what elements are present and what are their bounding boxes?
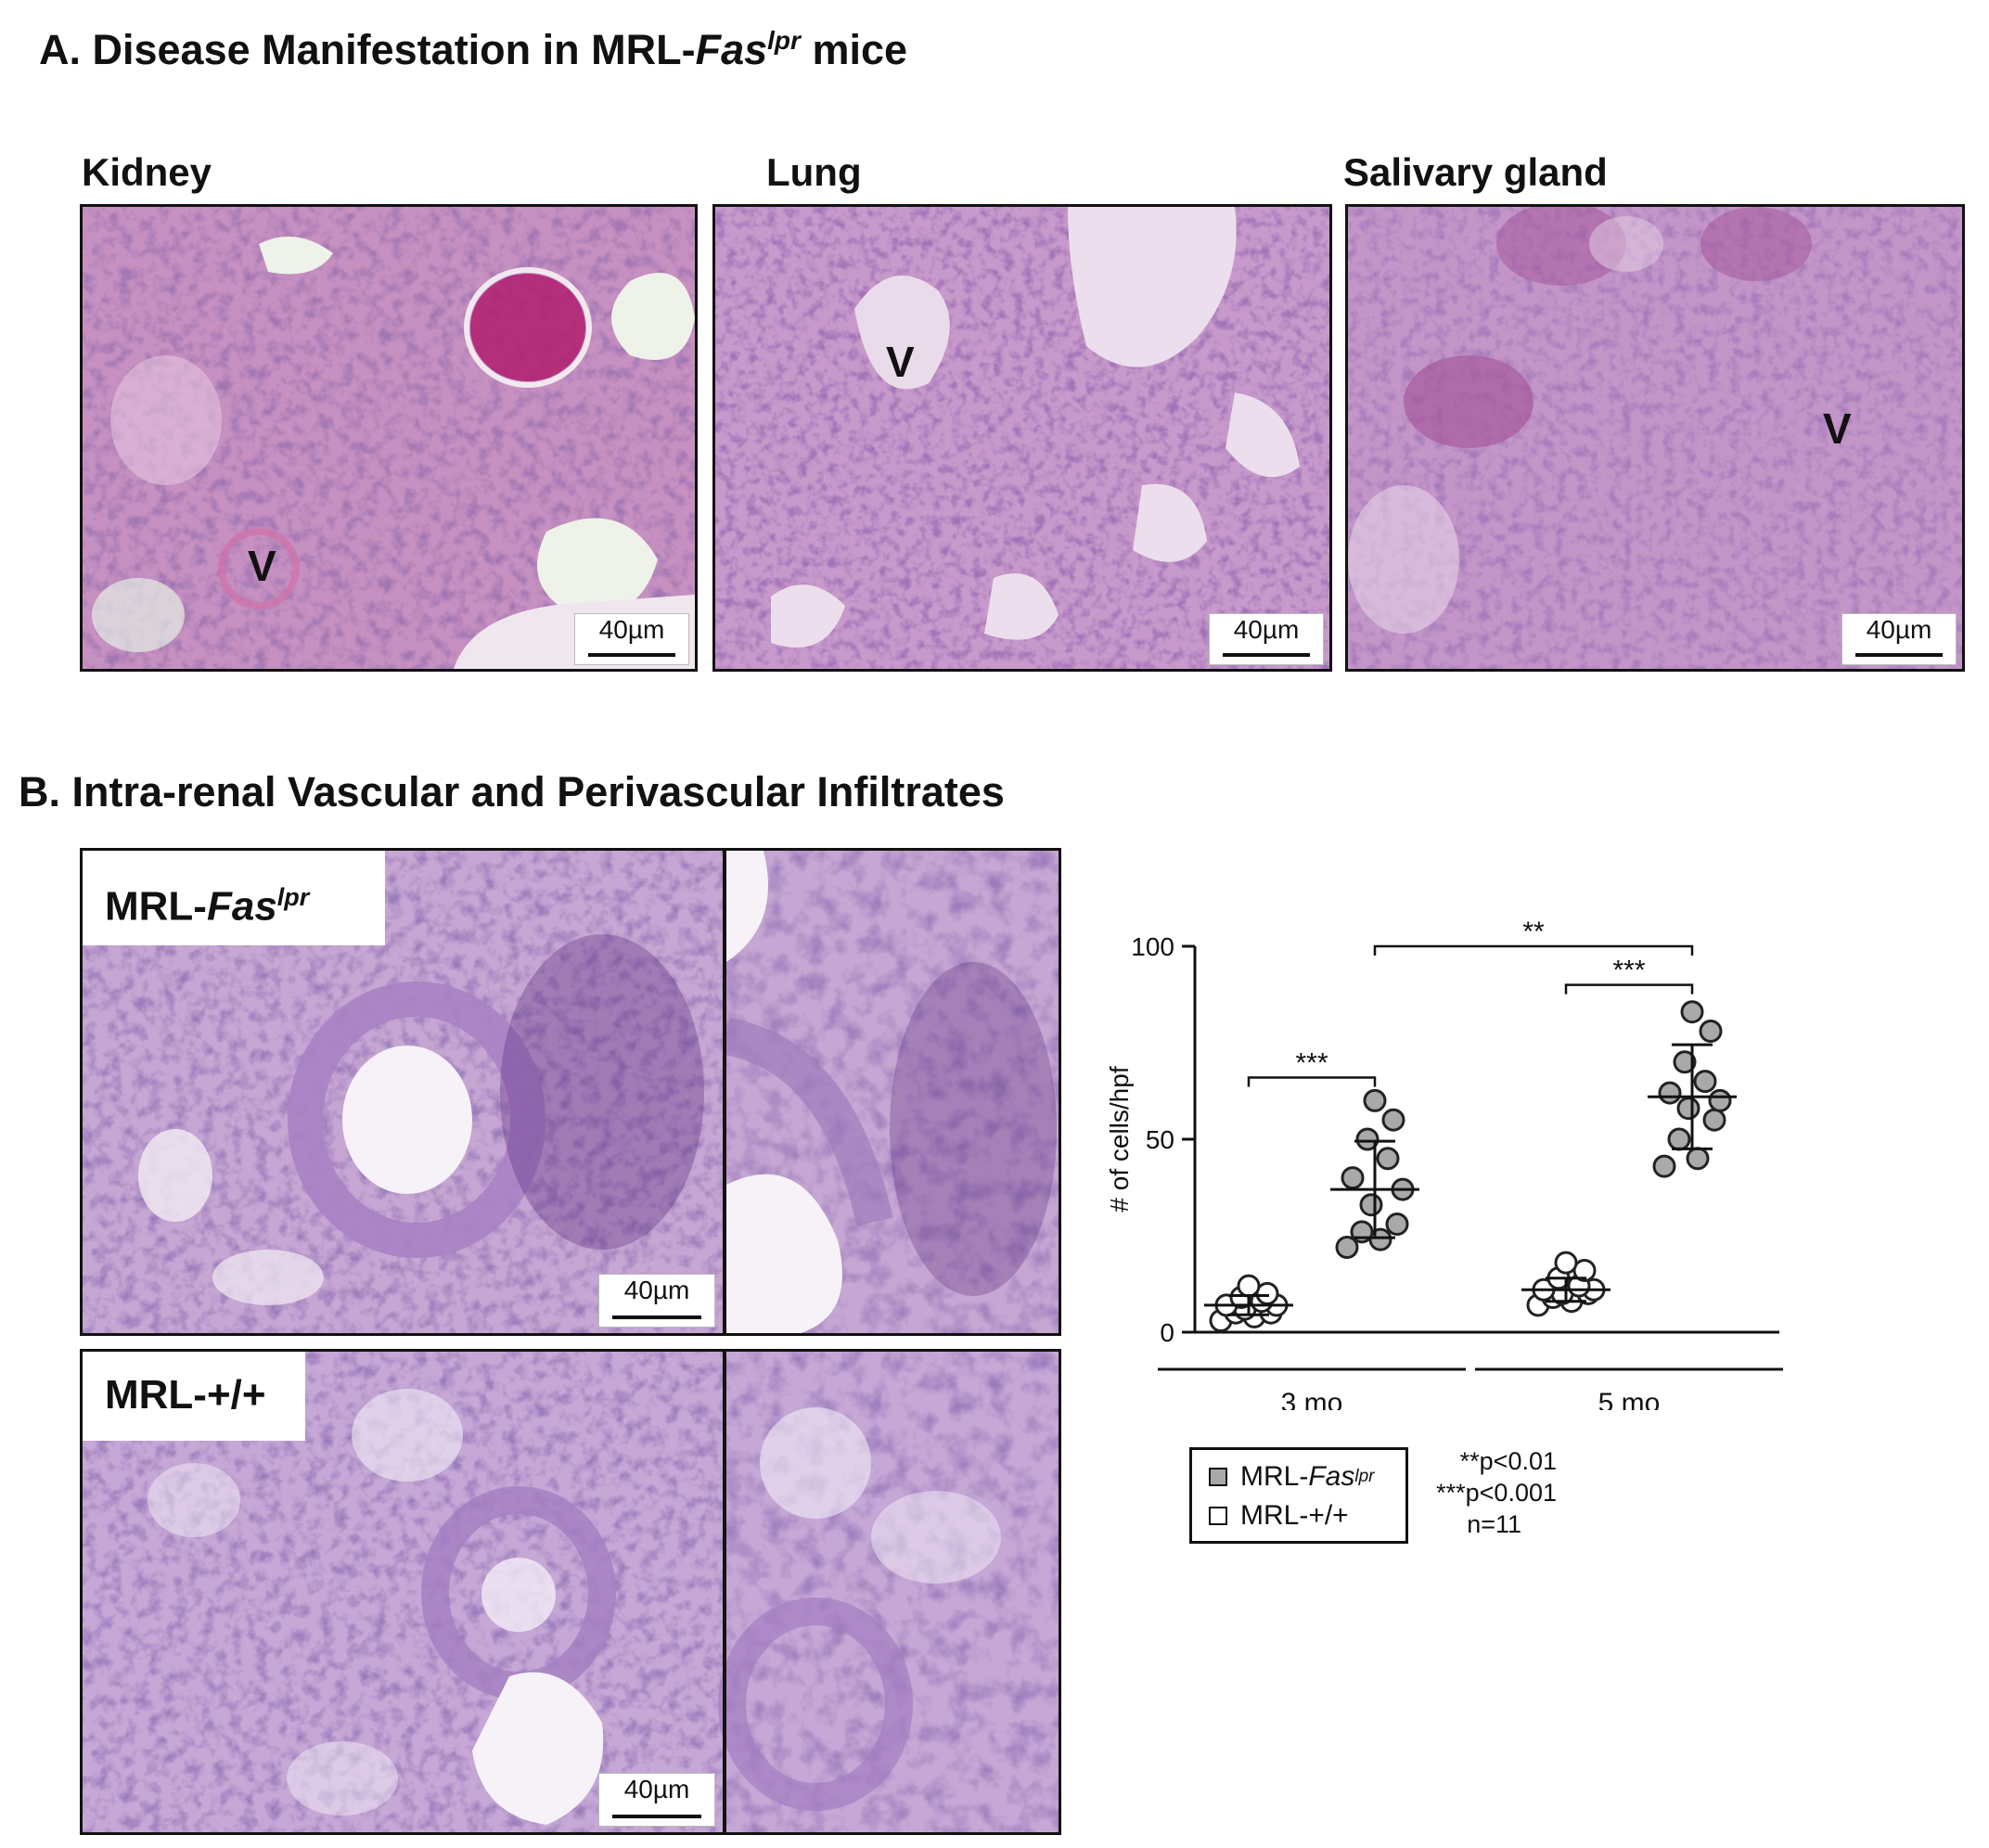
- kidney-vessel-label: V: [248, 542, 276, 590]
- salivary-tissue-image: [1348, 207, 1962, 669]
- faslpr-group-label: MRL-Faslpr: [83, 851, 385, 945]
- data-point: [1693, 1070, 1717, 1094]
- legend-faslpr-prefix: MRL-: [1240, 1461, 1309, 1492]
- stat-n: n=11: [1467, 1510, 1521, 1538]
- significance-bracket: [1247, 1076, 1377, 1087]
- lung-label: Lung: [766, 150, 862, 194]
- lung-micrograph: V 40µm: [712, 204, 1332, 672]
- wildtype-scale-line: [612, 1815, 701, 1818]
- data-point: [1385, 1213, 1409, 1237]
- wildtype-tissue-image: [83, 1352, 1059, 1832]
- legend-swatch-faslpr: [1209, 1468, 1227, 1486]
- lung-scale-label: 40µm: [1233, 615, 1300, 644]
- wildtype-scale-label: 40µm: [623, 1775, 690, 1803]
- data-point: [1355, 1127, 1379, 1151]
- legend-swatch-wildtype: [1209, 1507, 1227, 1525]
- kidney-tissue-image: [83, 207, 695, 669]
- lung-tissue-image: [715, 207, 1329, 669]
- lung-vessel-label: V: [886, 338, 915, 386]
- faslpr-label-sup: lpr: [276, 883, 310, 911]
- significance-label: ***: [1295, 1047, 1328, 1078]
- x-category-label: 3 mo: [1281, 1388, 1343, 1410]
- data-point: [1359, 1193, 1383, 1217]
- data-point: [1335, 1235, 1359, 1259]
- y-tick-label: 50: [1146, 1125, 1174, 1154]
- kidney-scale-line: [588, 653, 675, 657]
- legend-faslpr-sup: lpr: [1354, 1467, 1375, 1486]
- data-point: [1686, 1147, 1710, 1171]
- data-point: [1341, 1166, 1365, 1190]
- faslpr-scale-line: [612, 1315, 701, 1319]
- salivary-vessel-label: V: [1823, 404, 1852, 453]
- data-point: [1702, 1108, 1726, 1132]
- faslpr-label-gene: Fas: [206, 883, 277, 930]
- data-point: [1554, 1251, 1578, 1275]
- kidney-scale-label: 40µm: [598, 615, 665, 644]
- lung-scale-bar: 40µm: [1209, 613, 1324, 665]
- significance-label: ***: [1612, 956, 1645, 986]
- legend-faslpr-gene: Fas: [1308, 1461, 1355, 1492]
- wildtype-micrograph-pair: MRL-+/+ 40µm: [80, 1349, 1061, 1835]
- salivary-gland-micrograph: V 40µm: [1345, 204, 1965, 672]
- faslpr-scale-bar: 40µm: [598, 1274, 715, 1328]
- data-points: [1209, 1000, 1732, 1333]
- data-point: [1376, 1147, 1400, 1171]
- salivary-scale-bar: 40µm: [1841, 613, 1957, 665]
- panel-a-title-sup: lpr: [767, 26, 801, 55]
- panel-a-title-prefix: A. Disease Manifestation in MRL-: [39, 26, 696, 73]
- x-category-label: 5 mo: [1598, 1388, 1661, 1410]
- panel-b-title: B. Intra-renal Vascular and Perivascular…: [19, 768, 1005, 815]
- salivary-gland-label: Salivary gland: [1343, 150, 1608, 194]
- data-point: [1699, 1020, 1723, 1044]
- kidney-scale-bar: 40µm: [574, 613, 689, 665]
- data-point: [1680, 1000, 1704, 1024]
- stat-p2: **p<0.01: [1459, 1447, 1557, 1475]
- lung-scale-line: [1223, 653, 1310, 657]
- faslpr-label-prefix: MRL-: [105, 883, 207, 930]
- data-point: [1652, 1154, 1676, 1178]
- y-axis-label: # of cells/hpf: [1105, 1066, 1134, 1212]
- significance-bracket: [1564, 983, 1694, 995]
- kidney-micrograph: V 40µm: [80, 204, 698, 672]
- faslpr-scale-label: 40µm: [623, 1276, 690, 1304]
- wildtype-group-label: MRL-+/+: [83, 1352, 305, 1441]
- mean-sd-bars: [1204, 1043, 1737, 1316]
- kidney-label: Kidney: [82, 150, 212, 194]
- significance-bracket: [1373, 944, 1694, 956]
- data-point: [1667, 1127, 1691, 1151]
- data-point: [1708, 1088, 1732, 1112]
- legend-entry-wildtype: MRL-+/+: [1209, 1500, 1349, 1532]
- y-tick-label: 100: [1131, 932, 1174, 961]
- data-point: [1237, 1274, 1261, 1298]
- data-point: [1673, 1050, 1697, 1074]
- significance-brackets: ********: [1247, 917, 1694, 1087]
- stat-p3: ***p<0.001: [1436, 1479, 1557, 1507]
- panel-a-title-gene: Fas: [695, 26, 768, 73]
- data-point: [1381, 1108, 1405, 1132]
- chart-axes: 0 50 100 # of cells/hpf 3 mo 5 mo: [1105, 932, 1783, 1410]
- legend-wildtype-label: MRL-+/+: [1240, 1500, 1349, 1531]
- panel-a-title: A. Disease Manifestation in MRL-Faslpr m…: [39, 26, 907, 74]
- faslpr-tissue-image: [83, 851, 1059, 1333]
- data-point: [1658, 1081, 1682, 1105]
- significance-label: **: [1522, 917, 1545, 947]
- faslpr-micrograph-pair: MRL-Faslpr 40µm: [80, 848, 1061, 1336]
- y-tick-label: 0: [1160, 1318, 1174, 1347]
- data-point: [1363, 1088, 1387, 1112]
- salivary-scale-label: 40µm: [1866, 615, 1932, 644]
- salivary-scale-line: [1855, 653, 1943, 657]
- panel-a-title-suffix: mice: [800, 26, 908, 73]
- data-point: [1676, 1097, 1700, 1121]
- wildtype-scale-bar: 40µm: [598, 1773, 715, 1827]
